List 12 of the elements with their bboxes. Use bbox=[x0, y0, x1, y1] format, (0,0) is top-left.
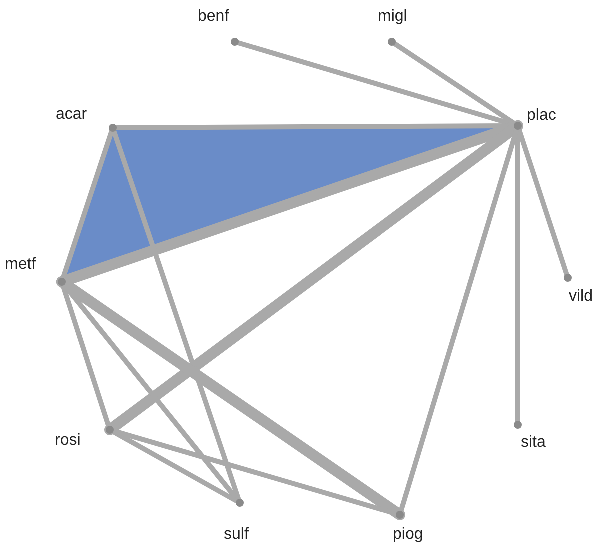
node-label: sulf bbox=[224, 525, 249, 545]
node-label: metf bbox=[5, 255, 36, 275]
node-label: acar bbox=[56, 105, 88, 125]
node-label: rosi bbox=[55, 431, 81, 451]
network-edge bbox=[104, 120, 524, 436]
node-label: benf bbox=[198, 7, 230, 27]
node-label: vild bbox=[569, 287, 594, 307]
node-label: migl bbox=[378, 7, 408, 27]
node-label: sita bbox=[521, 433, 546, 453]
node-label: plac bbox=[527, 106, 556, 126]
network-edge bbox=[56, 276, 406, 520]
node-label: piog bbox=[393, 525, 424, 545]
